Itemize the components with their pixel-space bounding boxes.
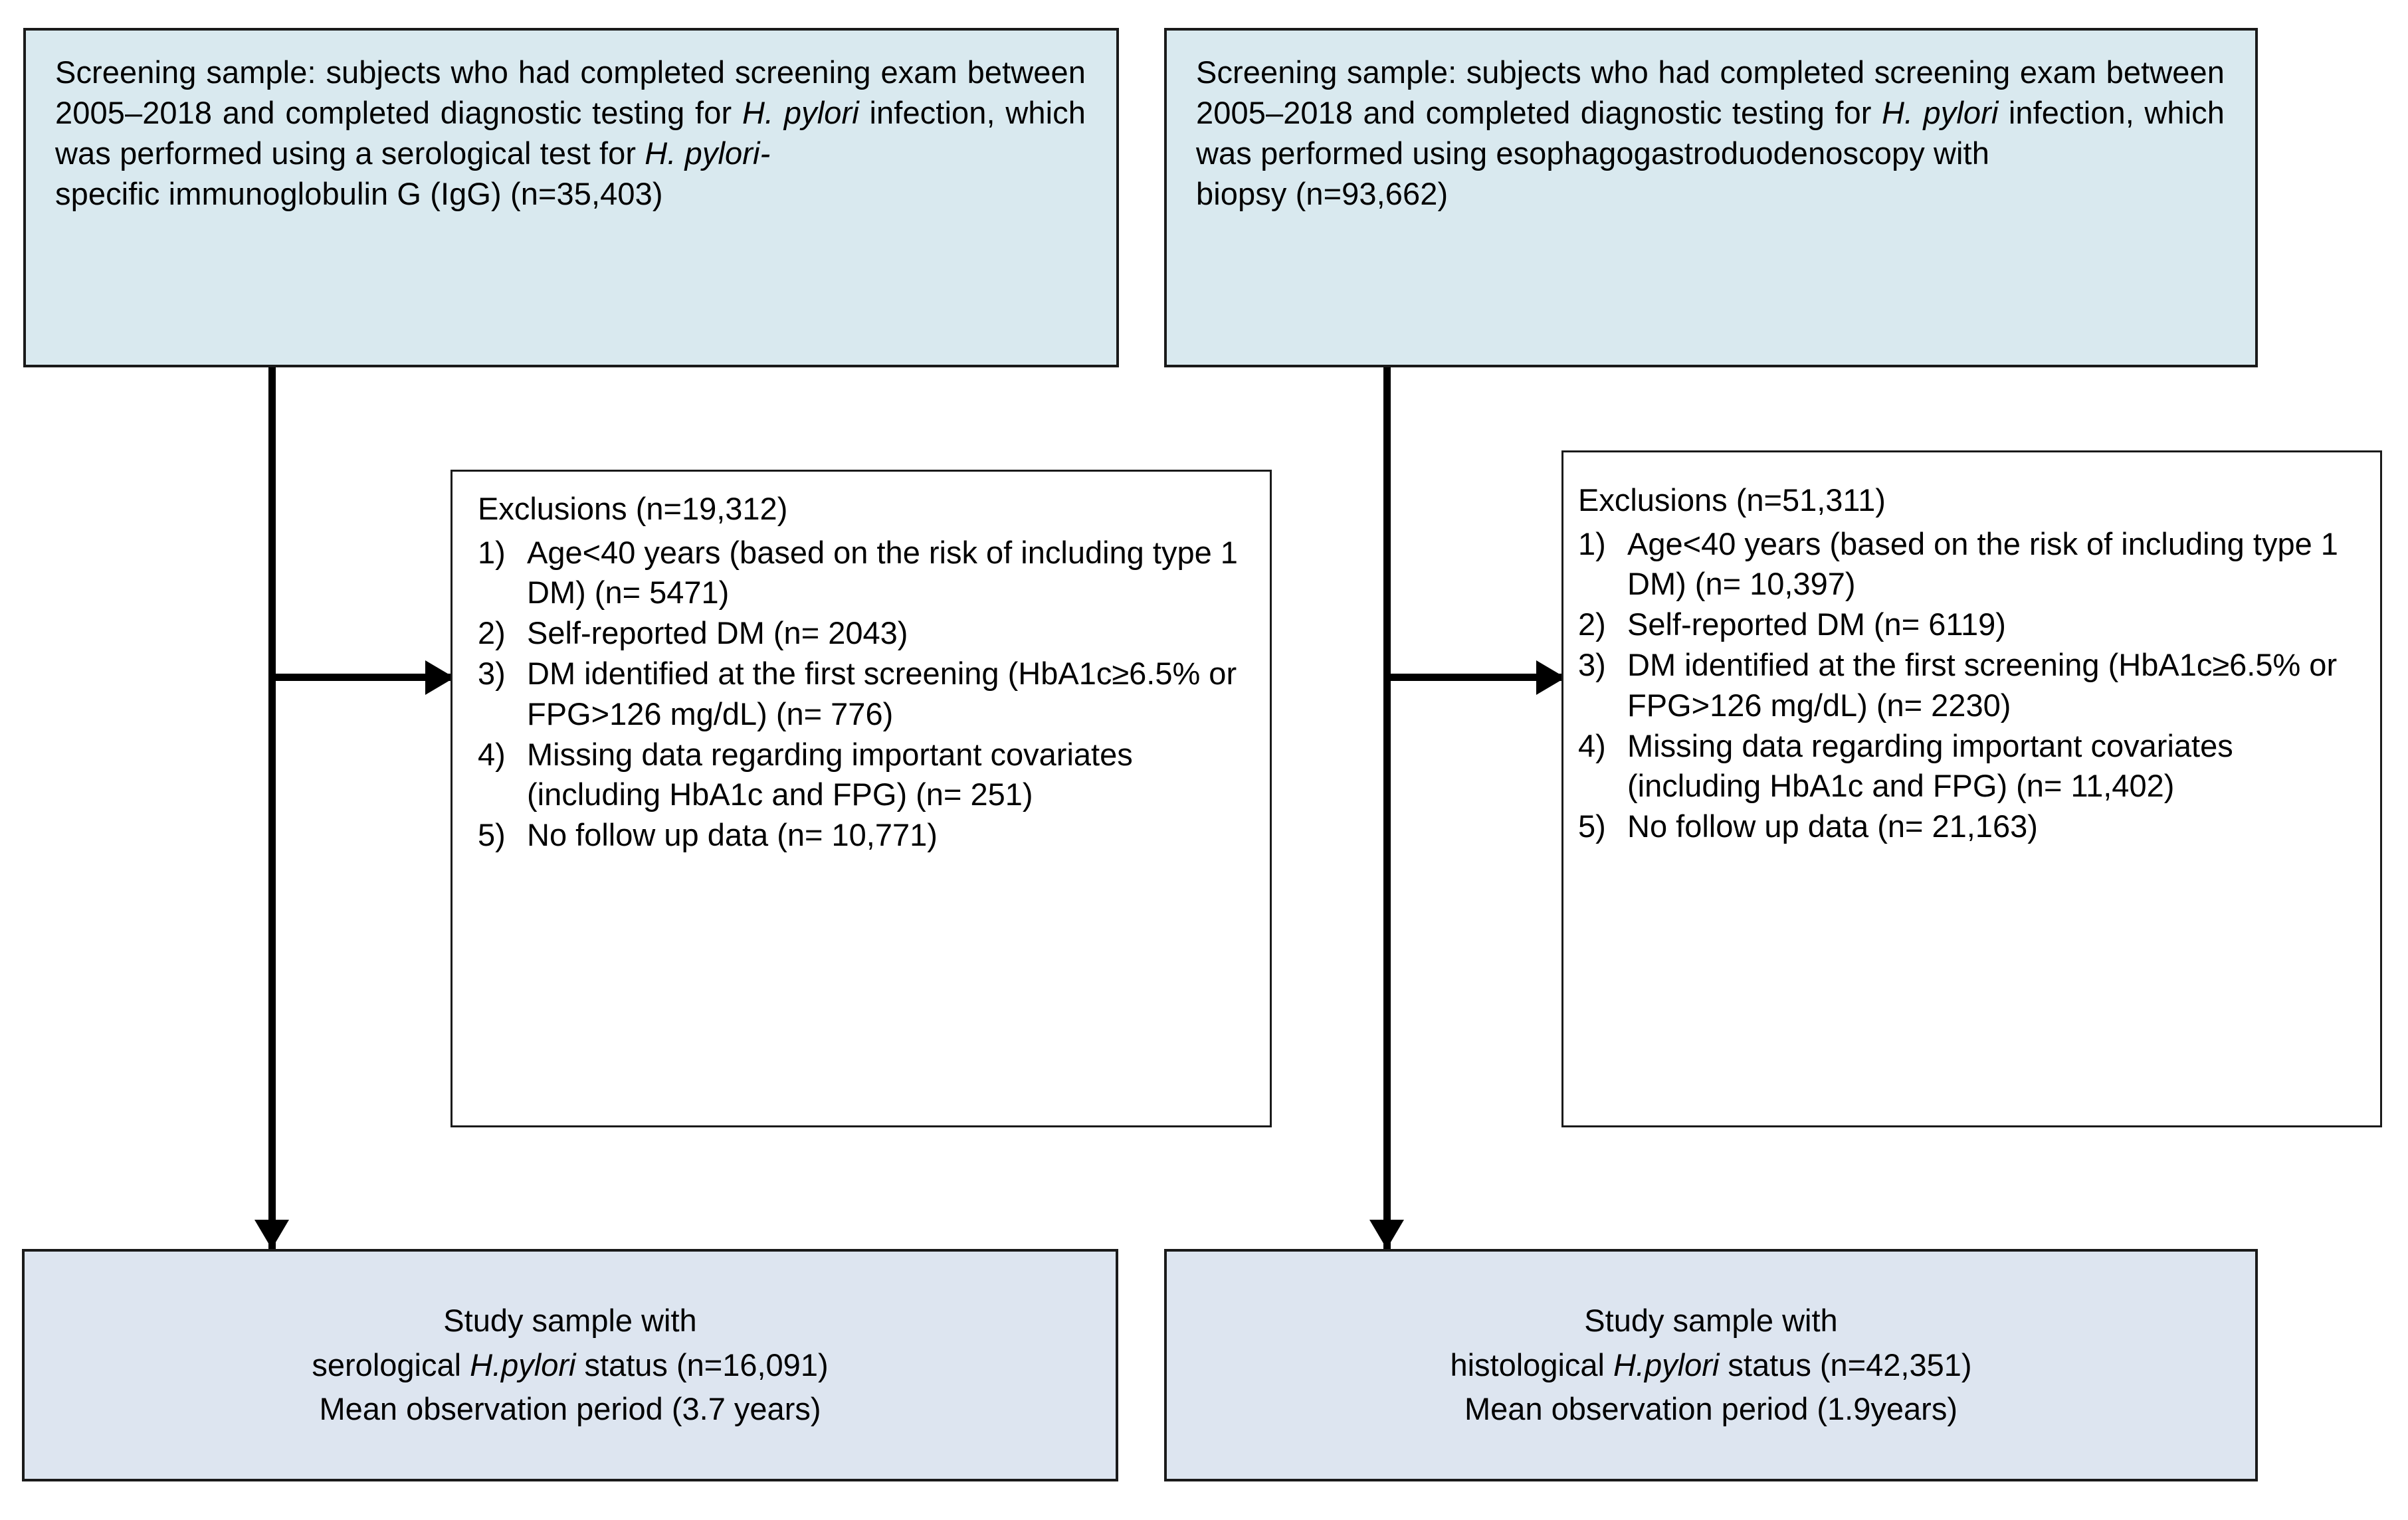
study-sample-line-2-italic: H.pylori [1613, 1347, 1720, 1382]
study-sample-line-2b: status (n=42,351) [1719, 1347, 1972, 1382]
exclusion-item: 5) No follow up data (n= 10,771) [478, 815, 1254, 855]
exclusion-text: Self-reported DM (n= 6119) [1627, 607, 2006, 642]
exclusion-number: 5) [1578, 808, 1606, 844]
screening-box-histology: Screening sample: subjects who had compl… [1164, 28, 2258, 367]
screening-line-2: screening exam between 2005–2018 and com… [55, 54, 1086, 131]
exclusion-number: 2) [1578, 607, 1606, 642]
study-sample-line-2: serological H.pylori status (n=16,091) [25, 1343, 1116, 1388]
arrow-right-histology [1536, 660, 1565, 695]
screening-line-3a: diagnostic testing for [440, 95, 742, 131]
screening-line-3b: infection, which was [55, 95, 1086, 171]
screening-line-4a: performed using a serological test for [120, 136, 645, 171]
exclusion-text: Missing data regarding important covaria… [1627, 727, 2233, 803]
exclusion-text: No follow up data (n= 10,771) [527, 817, 938, 853]
study-sample-line-1: Study sample with [1584, 1302, 1838, 1338]
exclusion-text: DM identified at the first screening (Hb… [527, 656, 1237, 731]
arrow-down-serology [254, 1220, 289, 1249]
exclusion-item: 2) Self-reported DM (n= 2043) [478, 613, 1254, 653]
connector-vline-serology [268, 367, 276, 1260]
screening-line-1: Screening sample: subjects who had compl… [55, 54, 726, 90]
study-sample-line-2-italic: H.pylori [470, 1347, 576, 1382]
exclusion-item: 1) Age<40 years (based on the risk of in… [478, 533, 1254, 613]
screening-line-1: Screening sample: subjects who had compl… [1196, 54, 1865, 90]
study-sample-box-serology: Study sample with serological H.pylori s… [22, 1249, 1118, 1481]
exclusion-number: 2) [478, 615, 506, 651]
exclusion-item: 2) Self-reported DM (n= 6119) [1578, 605, 2368, 644]
arrow-down-histology [1369, 1220, 1404, 1249]
arrow-right-serology [425, 660, 454, 695]
exclusion-text: DM identified at the first screening (Hb… [1627, 647, 2338, 723]
exclusion-number: 4) [1578, 727, 1606, 763]
exclusion-number: 4) [478, 736, 506, 772]
study-sample-box-histology: Study sample with histological H.pylori … [1164, 1249, 2258, 1481]
exclusions-list-serology: 1) Age<40 years (based on the risk of in… [478, 533, 1254, 856]
screening-line-3a: diagnostic testing for [1580, 95, 1882, 131]
exclusions-title-histology: Exclusions (n=51,311) [1578, 482, 1886, 518]
screening-line-5: specific immunoglobulin G (IgG) (n=35,40… [55, 176, 663, 212]
exclusion-number: 3) [1578, 647, 1606, 683]
connector-hline-histology [1383, 674, 1575, 681]
study-sample-line-3: Mean observation period (1.9years) [1464, 1391, 1957, 1427]
study-sample-line-2: histological H.pylori status (n=42,351) [1167, 1343, 2255, 1388]
exclusion-item: 3) DM identified at the first screening … [1578, 645, 2368, 725]
screening-line-3b: infection, which was [1196, 95, 2225, 171]
connector-hline-serology [268, 674, 460, 681]
exclusion-text: No follow up data (n= 21,163) [1627, 808, 2038, 844]
exclusion-item: 4) Missing data regarding important cova… [1578, 726, 2368, 806]
exclusion-item: 1) Age<40 years (based on the risk of in… [1578, 524, 2368, 604]
exclusion-text: Missing data regarding important covaria… [527, 736, 1133, 812]
study-sample-line-2a: histological [1450, 1347, 1614, 1382]
exclusion-item: 4) Missing data regarding important cova… [478, 735, 1254, 814]
screening-line-2: screening exam between 2005–2018 and com… [1196, 54, 2225, 131]
study-sample-line-2b: status (n=16,091) [575, 1347, 829, 1382]
exclusion-text: Self-reported DM (n= 2043) [527, 615, 908, 651]
exclusion-text: Age<40 years (based on the risk of inclu… [527, 535, 1238, 611]
study-sample-line-3: Mean observation period (3.7 years) [319, 1391, 821, 1427]
screening-line-5: biopsy (n=93,662) [1196, 176, 1449, 212]
exclusion-number: 3) [478, 656, 506, 692]
exclusion-text: Age<40 years (based on the risk of inclu… [1627, 526, 2338, 602]
connector-vline-histology [1383, 367, 1391, 1260]
study-sample-line-1: Study sample with [443, 1302, 697, 1338]
screening-line-3-italic: H. pylori [1881, 95, 1999, 131]
exclusions-box-serology: Exclusions (n=19,312) 1) Age<40 years (b… [451, 470, 1272, 1127]
exclusion-number: 5) [478, 817, 506, 853]
study-sample-line-2a: serological [312, 1347, 470, 1382]
screening-line-4-italic: H. pylori- [645, 136, 771, 171]
exclusion-number: 1) [478, 535, 506, 570]
exclusion-item: 5) No follow up data (n= 21,163) [1578, 807, 2368, 846]
screening-line-3-italic: H. pylori [742, 95, 859, 131]
exclusions-box-histology: Exclusions (n=51,311) 1) Age<40 years (b… [1561, 450, 2382, 1127]
exclusion-item: 3) DM identified at the first screening … [478, 654, 1254, 733]
exclusions-list-histology: 1) Age<40 years (based on the risk of in… [1578, 524, 2368, 847]
exclusions-title-serology: Exclusions (n=19,312) [478, 491, 788, 526]
screening-box-serology: Screening sample: subjects who had compl… [23, 28, 1119, 367]
exclusion-number: 1) [1578, 526, 1606, 561]
screening-line-4: performed using esophagogastroduodenosco… [1260, 136, 1989, 171]
